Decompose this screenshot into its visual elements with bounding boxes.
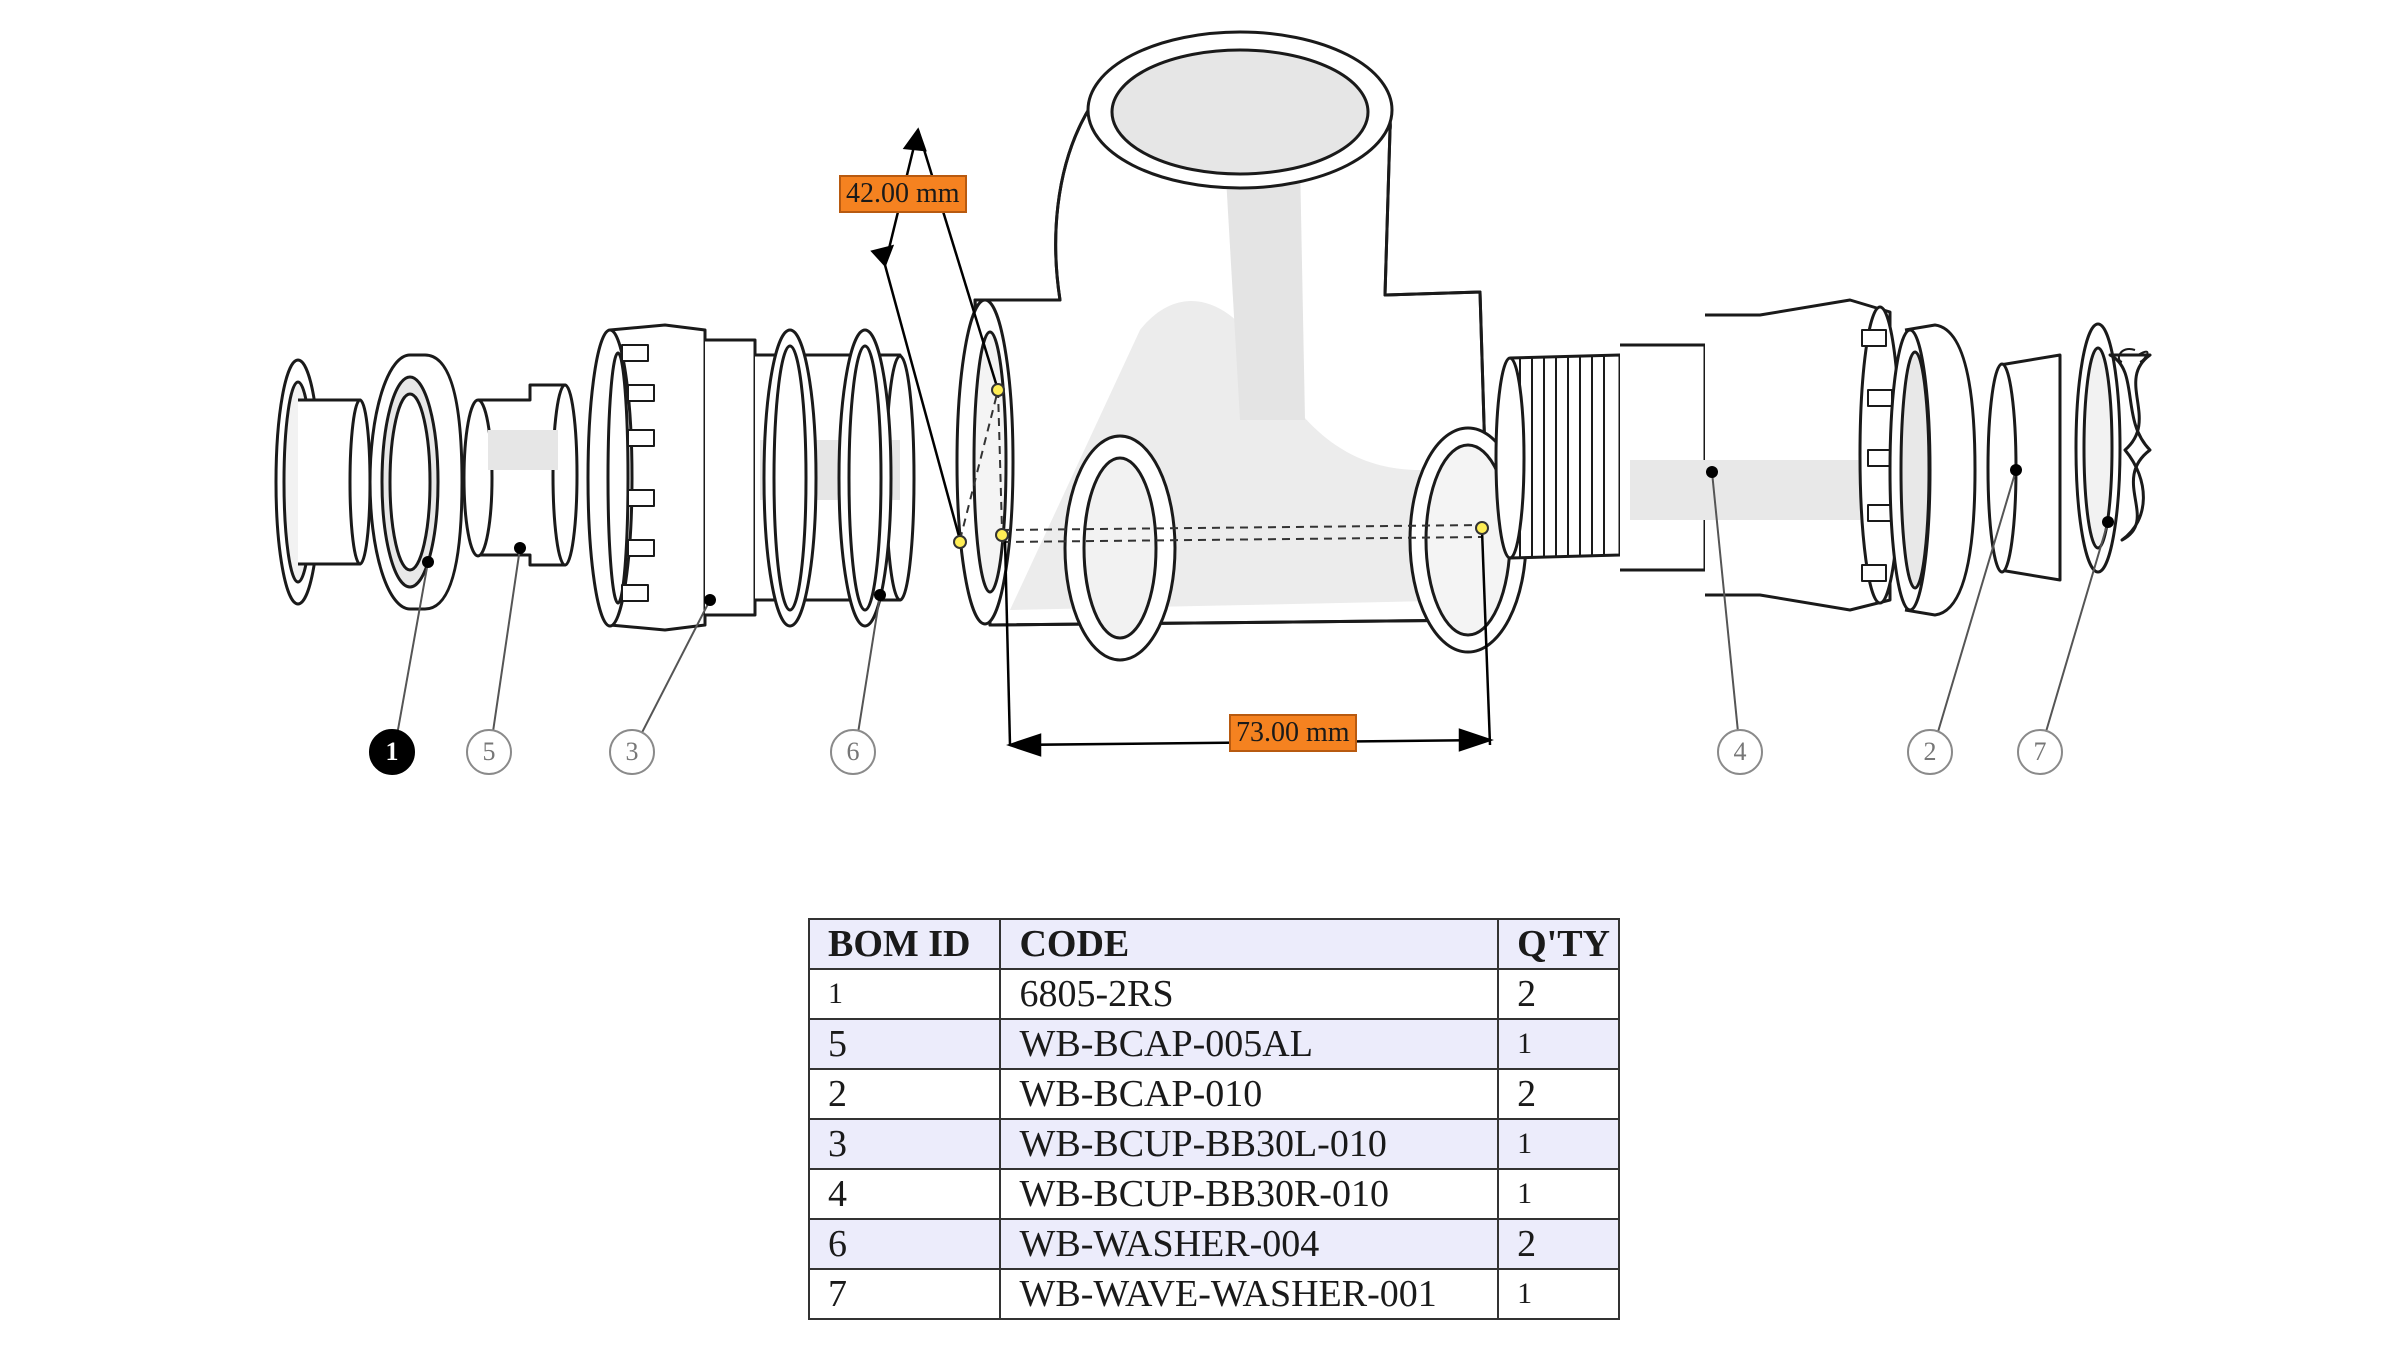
bom-code-cell: WB-WAVE-WASHER-001 — [999, 1268, 1500, 1320]
part-bearing-6805[interactable] — [368, 353, 464, 611]
bom-qty-cell: 2 — [1497, 1218, 1620, 1270]
callout-6[interactable]: 6 — [830, 729, 876, 775]
bom-id-cell: 4 — [807, 1168, 1002, 1220]
dimension-label-73mm[interactable]: 73.00 mm — [1229, 714, 1357, 752]
table-row[interactable]: 3 WB-BCUP-BB30L-010 1 — [807, 1118, 1620, 1170]
callout-4[interactable]: 4 — [1717, 729, 1763, 775]
bom-id-cell: 5 — [807, 1018, 1002, 1070]
table-row[interactable]: 7 WB-WAVE-WASHER-001 1 — [807, 1268, 1620, 1320]
callout-3[interactable]: 3 — [609, 729, 655, 775]
bom-code-cell: WB-BCAP-010 — [999, 1068, 1500, 1120]
bom-id-cell: 6 — [807, 1218, 1002, 1270]
part-bearing-cap-010[interactable] — [1986, 322, 2122, 582]
bom-id-cell: 3 — [807, 1118, 1002, 1170]
exploded-assembly-diagram — [274, 30, 2152, 757]
bom-code-cell: WB-BCUP-BB30L-010 — [999, 1118, 1500, 1170]
bom-header-id: BOM ID — [807, 918, 1002, 970]
bom-qty-cell: 1 — [1497, 1118, 1620, 1170]
part-bb-shell-frame — [955, 30, 1528, 662]
bom-header-qty: Q'TY — [1497, 918, 1620, 970]
dimension-label-42mm[interactable]: 42.00 mm — [839, 175, 967, 213]
part-bearing-right[interactable] — [1888, 323, 1977, 617]
bom-id-cell: 1 — [807, 968, 1002, 1020]
part-bb-cup-right[interactable] — [1494, 298, 1902, 612]
bom-header-code: CODE — [999, 918, 1500, 970]
part-bearing-cap-005[interactable] — [462, 383, 579, 567]
callout-1[interactable]: 1 — [369, 729, 415, 775]
bom-qty-cell: 2 — [1497, 968, 1620, 1020]
bom-id-cell: 2 — [807, 1068, 1002, 1120]
table-row[interactable]: 6 WB-WASHER-004 2 — [807, 1218, 1620, 1270]
bom-code-cell: WB-WASHER-004 — [999, 1218, 1500, 1270]
table-row[interactable]: 1 6805-2RS 2 — [807, 968, 1620, 1020]
bom-code-cell: WB-BCUP-BB30R-010 — [999, 1168, 1500, 1220]
bom-code-cell: 6805-2RS — [999, 968, 1500, 1020]
part-washer-004[interactable] — [762, 328, 893, 628]
table-row[interactable]: 2 WB-BCAP-010 2 — [807, 1068, 1620, 1120]
part-bearing-left-cap[interactable] — [274, 358, 372, 606]
table-row[interactable]: 5 WB-BCAP-005AL 1 — [807, 1018, 1620, 1070]
bom-table: BOM ID CODE Q'TY 1 6805-2RS 2 5 WB-BCAP-… — [807, 918, 1620, 1320]
part-wave-washer[interactable] — [2108, 348, 2152, 542]
bom-header-row: BOM ID CODE Q'TY — [807, 918, 1620, 970]
table-row[interactable]: 4 WB-BCUP-BB30R-010 1 — [807, 1168, 1620, 1220]
bom-qty-cell: 2 — [1497, 1068, 1620, 1120]
bom-id-cell: 7 — [807, 1268, 1002, 1320]
bom-code-cell: WB-BCAP-005AL — [999, 1018, 1500, 1070]
callout-5[interactable]: 5 — [466, 729, 512, 775]
callout-2[interactable]: 2 — [1907, 729, 1953, 775]
bom-qty-cell: 1 — [1497, 1018, 1620, 1070]
bom-qty-cell: 1 — [1497, 1168, 1620, 1220]
bom-qty-cell: 1 — [1497, 1268, 1620, 1320]
callout-7[interactable]: 7 — [2017, 729, 2063, 775]
